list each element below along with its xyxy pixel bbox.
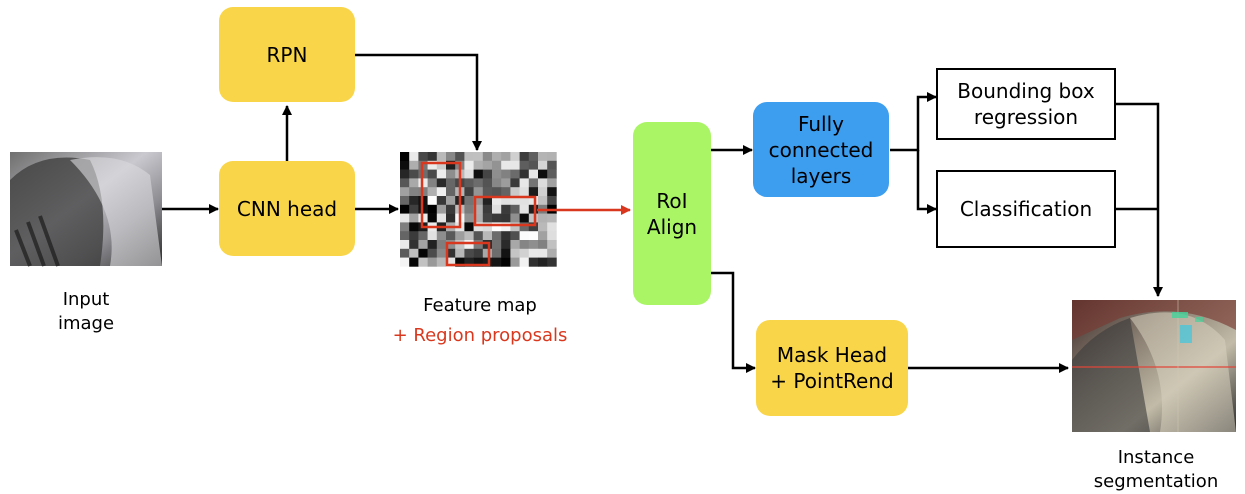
- fc-label-line3: layers: [790, 163, 852, 188]
- input-image-icon: [10, 152, 162, 267]
- bbox-label-line1: Bounding box: [957, 79, 1095, 103]
- mask-head-node: Mask Head + PointRend: [756, 320, 908, 416]
- classification-node: Classification: [936, 170, 1116, 248]
- arrow-fc-to-class: [916, 150, 937, 214]
- mask-head-label-line2: + PointRend: [770, 369, 894, 393]
- instance-caption-line2: segmentation: [1093, 471, 1219, 492]
- roi-align-node: RoI Align: [633, 122, 711, 305]
- roi-align-label-line2: Align: [646, 214, 698, 239]
- connector-arrows: [162, 53, 1163, 373]
- cnn-head-node: CNN head: [219, 161, 355, 256]
- instance-caption-line1: Instance: [1117, 447, 1195, 468]
- arrow-bbox-to-output: [1116, 102, 1163, 297]
- input-image-caption: Input image: [46, 288, 126, 336]
- bbox-label-line2: regression: [973, 105, 1079, 129]
- input-caption-line1: Input: [62, 289, 110, 310]
- region-proposal-boxes: [420, 161, 537, 267]
- instance-segmentation-caption: Instance segmentation: [1070, 446, 1242, 494]
- feature-map-caption: Feature map: [423, 295, 537, 316]
- arrow-rpn-to-featuremap: [355, 53, 482, 151]
- bbox-regression-node: Bounding box regression: [936, 68, 1116, 140]
- fc-label-line2: connected: [768, 137, 874, 162]
- roi-align-label-line1: RoI: [656, 188, 688, 213]
- input-caption-line2: image: [57, 313, 115, 334]
- output-segmentation-icon: [1072, 300, 1236, 432]
- mask-head-label-line1: Mask Head: [776, 343, 888, 367]
- fc-label-line1: Fully: [797, 111, 845, 136]
- rpn-label: RPN: [266, 42, 308, 67]
- arrow-fc-to-bbox: [890, 92, 937, 152]
- feature-map-icon: [400, 152, 557, 267]
- fully-connected-node: Fully connected layers: [753, 102, 889, 197]
- region-proposals-caption: + Region proposals: [392, 325, 568, 346]
- classification-label: Classification: [959, 197, 1093, 221]
- arrow-roi-to-mask: [711, 271, 756, 373]
- rpn-node: RPN: [219, 7, 355, 102]
- cnn-head-label: CNN head: [236, 196, 338, 221]
